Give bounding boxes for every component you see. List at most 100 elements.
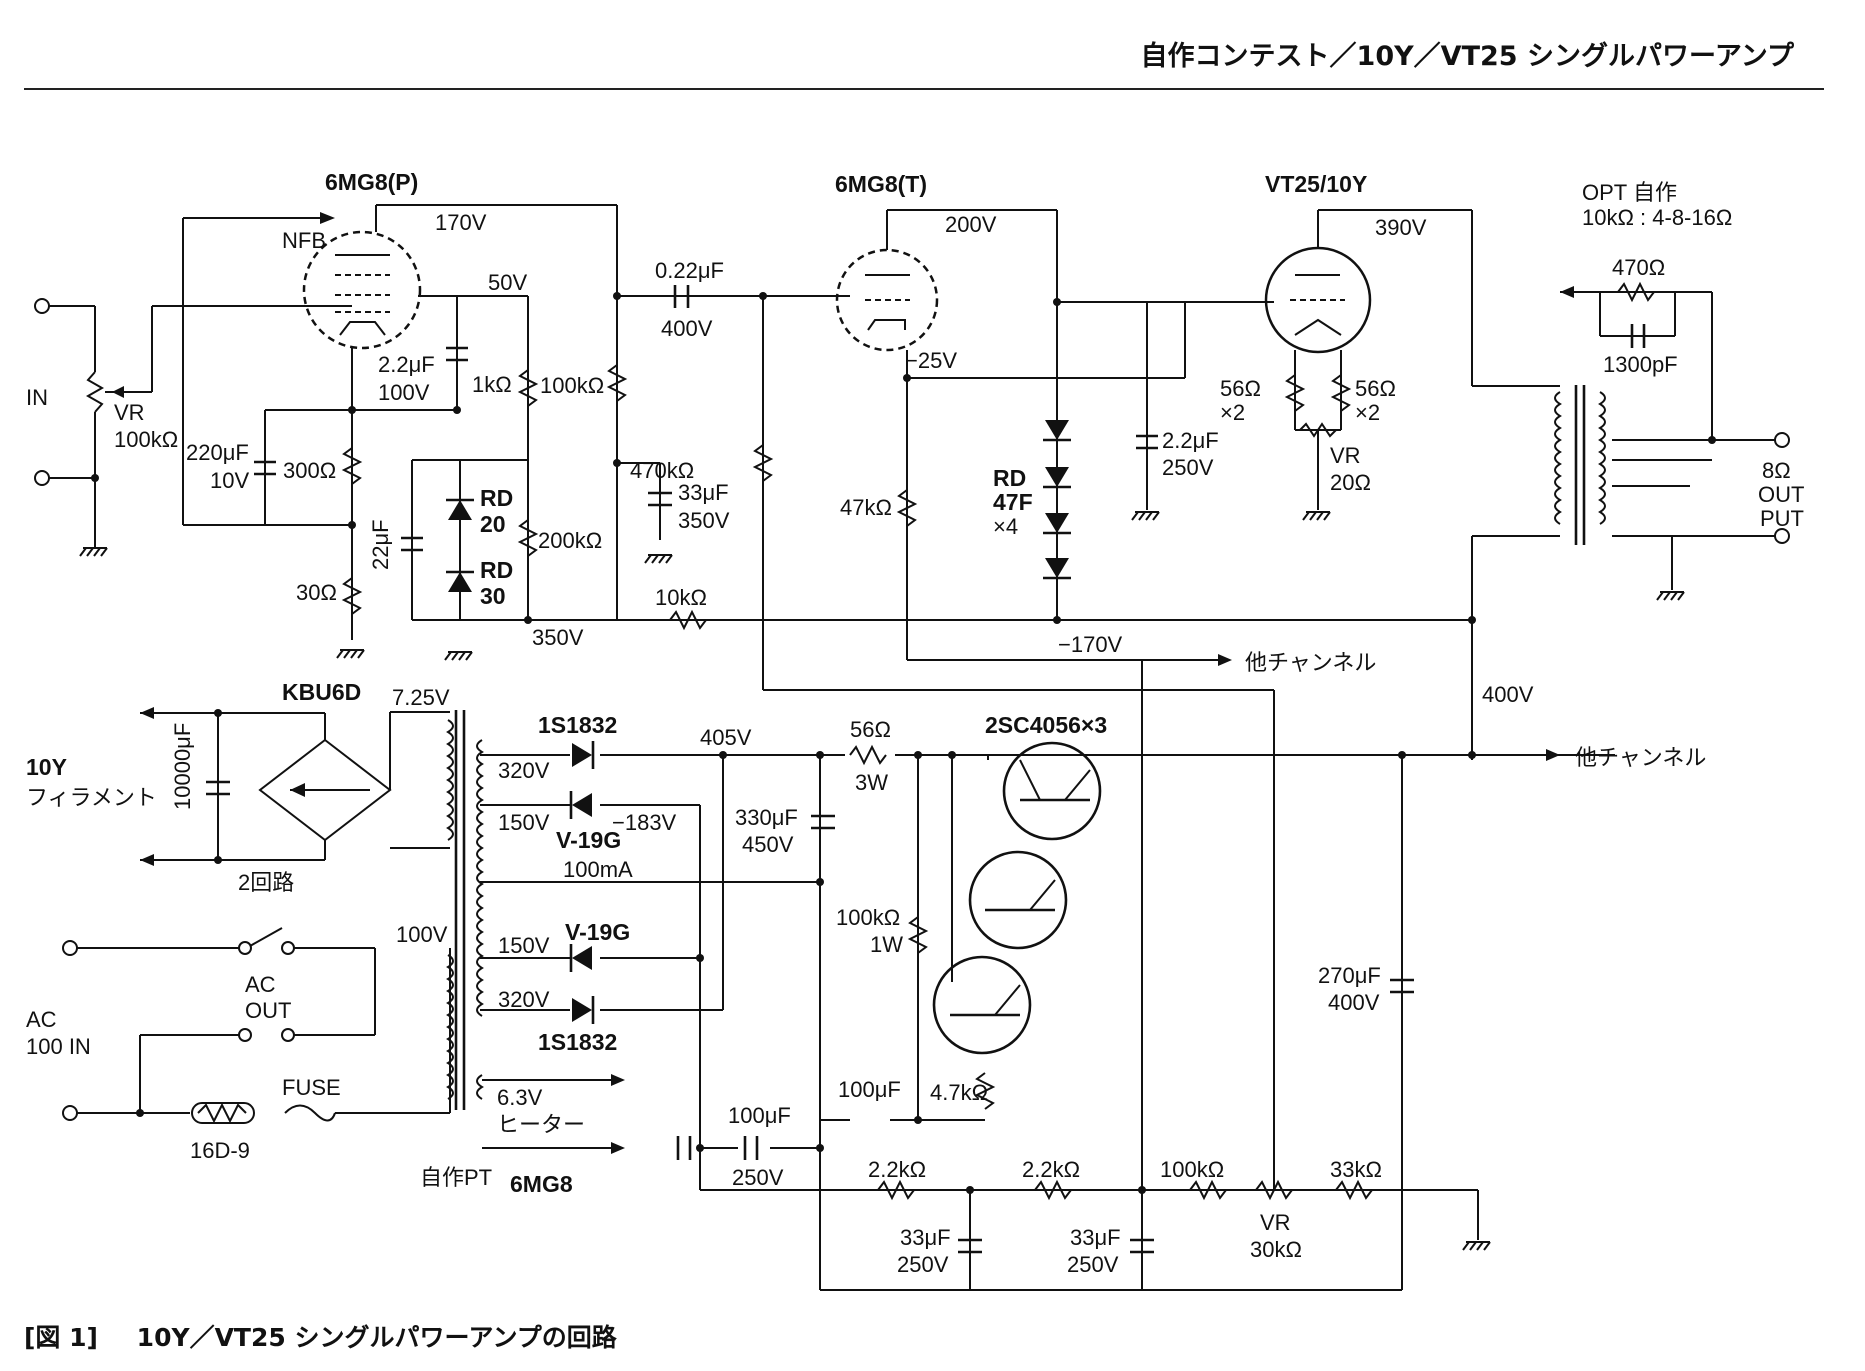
label-rd30: RD (480, 557, 513, 583)
label-c2p2: 2.2μF (378, 352, 435, 377)
label-opt: OPT 自作 (1582, 180, 1677, 205)
label-r56a: 56Ω (1220, 376, 1261, 401)
label-r100k: 100kΩ (540, 373, 604, 398)
label-vm170: −170V (1058, 632, 1123, 657)
label-tube-6mg8-pentode: 6MG8(P) (325, 169, 418, 195)
label-h63: 6.3V (497, 1085, 543, 1110)
label-vr1-value: 100kΩ (114, 427, 178, 452)
output-stage-wiring (762, 209, 1780, 1190)
label-nfb: NFB (282, 228, 326, 253)
label-c100a: 100μF (838, 1077, 901, 1102)
label-r56b-count: ×2 (1355, 400, 1380, 425)
label-r100k-1w: 100kΩ (836, 905, 900, 930)
label-c270: 270μF (1318, 963, 1381, 988)
label-r33k: 33kΩ (1330, 1157, 1382, 1182)
page-header-title: 自作コンテスト／10Y／VT25 シングルパワーアンプ (1140, 41, 1794, 72)
label-kbu6d: KBU6D (282, 679, 361, 705)
label-tube-6mg8-triode: 6MG8(T) (835, 171, 927, 197)
label-c33-250b: 33μF (1070, 1225, 1121, 1250)
label-r2p2k-a: 2.2kΩ (868, 1157, 926, 1182)
label-r470k: 470kΩ (630, 458, 694, 483)
label-v50: 50V (488, 270, 527, 295)
terminal-symbols (34, 298, 1790, 1121)
label-c2p2-250-voltage: 250V (1162, 455, 1214, 480)
label-ac: AC (26, 1007, 57, 1032)
label-ac-out-2: OUT (245, 998, 291, 1023)
label-c33-250b-voltage: 250V (1067, 1252, 1119, 1277)
label-v100: 100V (396, 922, 448, 947)
label-output-put: PUT (1760, 506, 1804, 531)
diode-symbols (446, 420, 1071, 1024)
label-vm25: −25V (905, 348, 957, 373)
figure-caption: [図 1] 10Y／VT25 シングルパワーアンプの回路 (24, 1318, 647, 1354)
label-c33-voltage: 350V (678, 508, 730, 533)
label-d1: 1S1832 (538, 712, 617, 738)
label-c022: 0.22μF (655, 258, 724, 283)
label-r200k: 200kΩ (538, 528, 602, 553)
label-r56-3w: 56Ω (850, 717, 891, 742)
label-c330-voltage: 450V (742, 832, 794, 857)
label-other-channel-2: 他チャンネル (1575, 745, 1706, 770)
figure-caption-text: 10Y／VT25 シングルパワーアンプの回路 (136, 1323, 617, 1352)
label-input: IN (26, 385, 48, 410)
label-output: OUT (1758, 482, 1804, 507)
label-v350: 350V (532, 625, 584, 650)
label-r470: 470Ω (1612, 255, 1665, 280)
label-r10k: 10kΩ (655, 585, 707, 610)
label-rd47-count: ×4 (993, 514, 1018, 539)
label-vr2: VR (1330, 443, 1361, 468)
label-other-channel-1: 他チャンネル (1245, 650, 1376, 675)
capacitor-symbols (206, 285, 1646, 1254)
label-c022-voltage: 400V (661, 316, 713, 341)
tube-6mg8-pentode (302, 230, 422, 350)
label-r47k: 47kΩ (840, 495, 892, 520)
label-r100k-b: 100kΩ (1160, 1157, 1224, 1182)
label-r1k: 1kΩ (472, 372, 512, 397)
label-c33: 33μF (678, 480, 729, 505)
label-v200: 200V (945, 212, 997, 237)
label-rd20: RD (480, 485, 513, 511)
component-labels: 6MG8(P) 6MG8(T) VT25/10Y OPT 自作 10kΩ : 4… (26, 169, 1804, 1277)
label-rd30-num: 30 (480, 583, 506, 609)
label-r100k-1w-power: 1W (870, 932, 903, 957)
label-heater: ヒーター (497, 1112, 585, 1137)
tube-6mg8-triode (835, 248, 939, 352)
label-d2: 1S1832 (538, 1029, 617, 1055)
label-v170: 170V (435, 210, 487, 235)
label-v19g-a: V-19G (556, 827, 621, 853)
label-v320b: 320V (498, 987, 550, 1012)
figure-number: [図 1] (24, 1323, 98, 1352)
label-r300: 300Ω (283, 458, 336, 483)
label-vr3: VR (1260, 1210, 1291, 1235)
label-r2p2k-b: 2.2kΩ (1022, 1157, 1080, 1182)
junction-dots (91, 292, 1716, 1194)
label-6mg8-heater: 6MG8 (510, 1171, 573, 1197)
label-out-8ohm: 8Ω (1762, 458, 1791, 483)
label-r30: 30Ω (296, 580, 337, 605)
resistor-symbols (191, 281, 1655, 1201)
label-two-circuits: 2回路 (238, 870, 294, 895)
label-c1300: 1300pF (1603, 352, 1678, 377)
label-c2p2-250: 2.2μF (1162, 428, 1219, 453)
bridge-rectifier-kbu6d (258, 738, 392, 842)
label-fuse: FUSE (282, 1075, 341, 1100)
label-c2p2-voltage: 100V (378, 380, 430, 405)
label-v19g-b: V-19G (565, 919, 630, 945)
label-vr1: VR (114, 400, 145, 425)
label-v390: 390V (1375, 215, 1427, 240)
label-c100b: 100μF (728, 1103, 791, 1128)
label-r56a-count: ×2 (1220, 400, 1245, 425)
page-header: 自作コンテスト／10Y／VT25 シングルパワーアンプ (24, 20, 1824, 90)
label-ac-100-in: 100 IN (26, 1034, 91, 1059)
label-tube-vt25: VT25/10Y (1265, 171, 1367, 197)
label-v725: 7.25V (392, 685, 450, 710)
label-v150a: 150V (498, 810, 550, 835)
label-rd47: RD (993, 465, 1026, 491)
label-c330: 330μF (735, 805, 798, 830)
label-jisaku-pt: 自作PT (420, 1165, 492, 1190)
label-c220-voltage: 10V (210, 468, 249, 493)
input-stage-wiring (45, 204, 1472, 640)
header-divider (24, 88, 1824, 90)
label-v400: 400V (1482, 682, 1534, 707)
label-c33-250a-voltage: 250V (897, 1252, 949, 1277)
